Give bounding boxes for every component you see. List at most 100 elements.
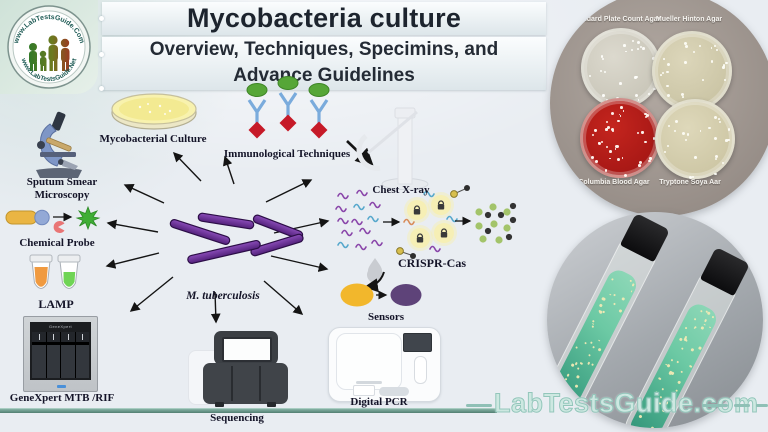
culture-tubes-photo — [547, 212, 763, 428]
colony-dot — [653, 88, 656, 91]
watermark-text: LabTestsGuide.com — [494, 388, 759, 419]
genexpert-front-panel: GeneXpert — [30, 322, 91, 380]
colony-dot — [725, 139, 728, 142]
label-lamp: LAMP — [38, 297, 74, 311]
colony-dot — [706, 310, 711, 315]
colony-dot — [591, 325, 594, 328]
colony-dot — [660, 74, 663, 77]
page-subtitle-line1: Overview, Techniques, Specimins, and — [149, 39, 499, 60]
colony-dot — [700, 325, 705, 330]
colony-dot — [612, 302, 616, 306]
colony-dot — [587, 361, 591, 366]
plate-columbia-blood — [580, 98, 660, 178]
antibody-icons — [246, 76, 330, 139]
label-digital-pcr: Digital PCR — [350, 396, 408, 408]
colony-dot — [689, 364, 693, 368]
colony-dot — [683, 42, 687, 46]
colony-dot — [680, 92, 685, 96]
colony-dot — [595, 159, 599, 163]
colony-dot — [566, 372, 571, 377]
colony-dot — [676, 380, 681, 385]
band-edge-dot — [99, 86, 104, 91]
plate-label-standard-plate-count: Standard Plate Count Agar — [571, 16, 661, 23]
colony-dot — [690, 348, 695, 352]
label-mycobacterial-culture: Mycobacterial Culture — [99, 133, 207, 145]
colony-dot — [617, 119, 620, 123]
colony-dot — [641, 131, 644, 134]
label-genexpert: GeneXpert MTB /RIF — [9, 392, 115, 404]
colony-dot — [699, 130, 702, 133]
colony-dot — [718, 120, 721, 123]
colony-dot — [670, 358, 674, 362]
colony-dot — [630, 290, 633, 293]
plate-standard-plate-count — [581, 28, 661, 108]
colony-dot — [613, 293, 616, 296]
colony-dot — [598, 303, 603, 308]
genexpert-screen-text: GeneXpert — [49, 324, 72, 329]
colony-dot — [631, 49, 634, 51]
colony-dot — [711, 316, 715, 319]
colony-dot — [637, 48, 640, 51]
colony-dot — [713, 137, 717, 141]
genexpert-machine-icon: GeneXpert — [23, 316, 98, 392]
colony-dot — [678, 337, 683, 342]
colony-dot — [681, 131, 685, 135]
colony-dot — [691, 175, 695, 179]
sensors-icon — [340, 258, 422, 307]
colony-dot — [620, 106, 623, 110]
colony-dot — [605, 128, 608, 131]
colony-dot — [708, 326, 712, 329]
colony-dot — [600, 140, 604, 144]
watermark-dash — [466, 404, 492, 407]
colony-dot — [650, 426, 655, 428]
plate-label-mueller-hinton: Mueller Hinton Agar — [655, 16, 723, 23]
colony-dot — [702, 79, 705, 82]
colony-dot — [648, 159, 651, 163]
colony-dot — [686, 133, 690, 137]
colony-dot — [602, 93, 605, 97]
labtestsguide-logo: www.LabTestsGuide.Com www.LabTestsGuide.… — [7, 5, 91, 89]
colony-dot — [666, 63, 670, 67]
colony-dot — [610, 128, 614, 132]
label-crispr-cas: CRISPR-Cas — [397, 256, 467, 270]
colony-dot — [652, 137, 656, 141]
label-sequencing: Sequencing — [210, 412, 264, 424]
colony-dot — [648, 93, 651, 96]
label-m-tuberculosis: M. tuberculosis — [186, 290, 260, 302]
colony-dot — [608, 293, 612, 296]
colony-dot — [727, 138, 730, 142]
band-edge-dot — [99, 52, 104, 57]
colony-dot — [684, 44, 688, 48]
colony-dot — [611, 130, 614, 133]
colony-dot — [639, 161, 643, 165]
colony-dot — [579, 361, 584, 366]
colony-dot — [631, 39, 634, 42]
colony-dot — [605, 120, 608, 123]
colony-dot — [644, 112, 647, 115]
colony-dot — [721, 162, 724, 165]
colony-dot — [618, 113, 621, 116]
colony-dot — [714, 172, 717, 175]
label-microscopy: Microscopy — [34, 189, 90, 201]
colony-dot — [666, 70, 669, 74]
colony-dot — [642, 47, 646, 51]
colony-dot — [576, 367, 581, 371]
colony-dot — [600, 55, 604, 58]
colony-dot — [618, 308, 623, 313]
colony-dot — [717, 118, 720, 120]
colony-dot — [666, 144, 670, 148]
label-chemical-probe: Chemical Probe — [19, 237, 95, 249]
m-tuberculosis-bacteria-icon — [169, 212, 304, 265]
colony-dot — [634, 76, 637, 79]
colony-dot — [673, 129, 676, 133]
colony-dot — [619, 115, 622, 118]
colony-dot — [611, 278, 614, 281]
colony-dot — [640, 46, 643, 49]
colony-dot — [693, 51, 696, 54]
colony-dot — [590, 341, 593, 344]
colony-dot — [710, 60, 714, 63]
colony-dot — [663, 150, 667, 154]
colony-dot — [710, 47, 713, 50]
colony-dot — [592, 345, 595, 349]
